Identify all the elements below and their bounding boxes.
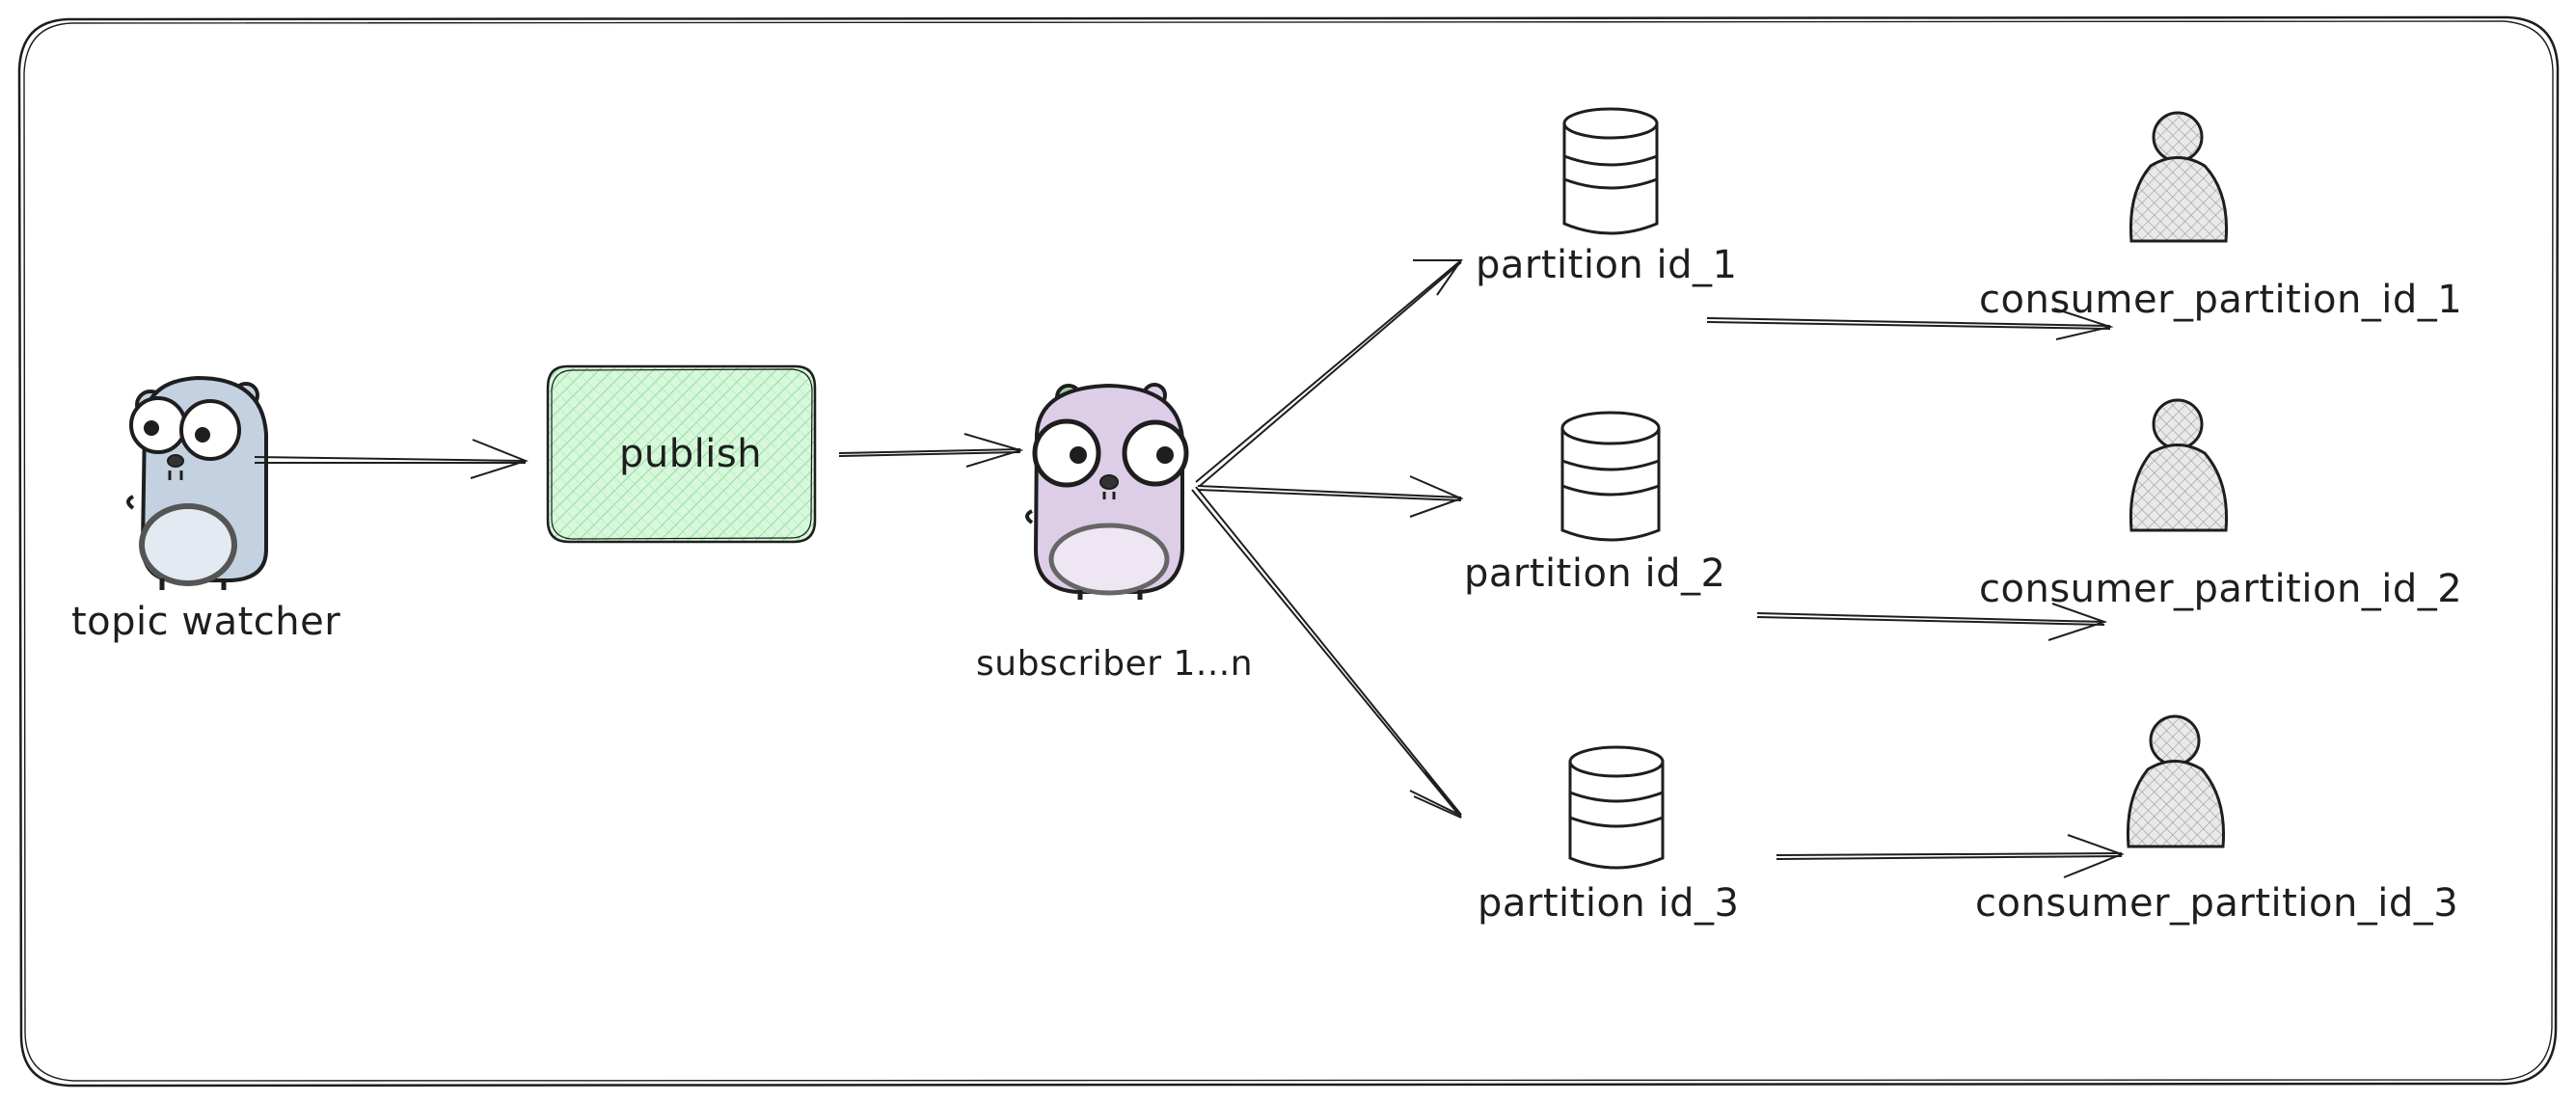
publish-box [546,364,817,544]
user-icon [2129,111,2228,243]
arrow-partition-2-to-consumer-2 [1756,603,2108,641]
subscriber-label: subscriber 1...n [976,644,1254,684]
partition-1-label: partition id_1 [1476,243,1738,287]
arrow-subscriber-to-partition-2 [1197,475,1464,518]
partition-3-label: partition id_3 [1478,881,1740,926]
arrow-watcher-to-publish [254,439,529,479]
arrow-partition-3-to-consumer-3 [1776,834,2125,878]
user-icon [2129,398,2228,532]
gopher-blue-icon [126,375,268,590]
consumer-2-label: consumer_partition_id_2 [1979,567,2463,611]
arrow-subscriber-to-partition-1 [1195,259,1463,487]
outer-frame [17,15,2560,1088]
arrow-subscriber-to-partition-3 [1191,486,1462,819]
user-icon [2126,714,2225,848]
topic-watcher-label: topic watcher [71,600,341,644]
database-icon [1560,411,1661,542]
database-icon [1562,107,1659,235]
publish-label: publish [619,432,763,476]
arrow-publish-to-subscriber [838,433,1024,468]
partition-2-label: partition id_2 [1464,551,1726,596]
arrow-partition-1-to-consumer-1 [1706,308,2114,340]
consumer-1-label: consumer_partition_id_1 [1979,278,2463,322]
consumer-3-label: consumer_partition_id_3 [1975,881,2459,926]
gopher-purple-icon [1025,383,1189,600]
database-icon [1568,745,1665,870]
